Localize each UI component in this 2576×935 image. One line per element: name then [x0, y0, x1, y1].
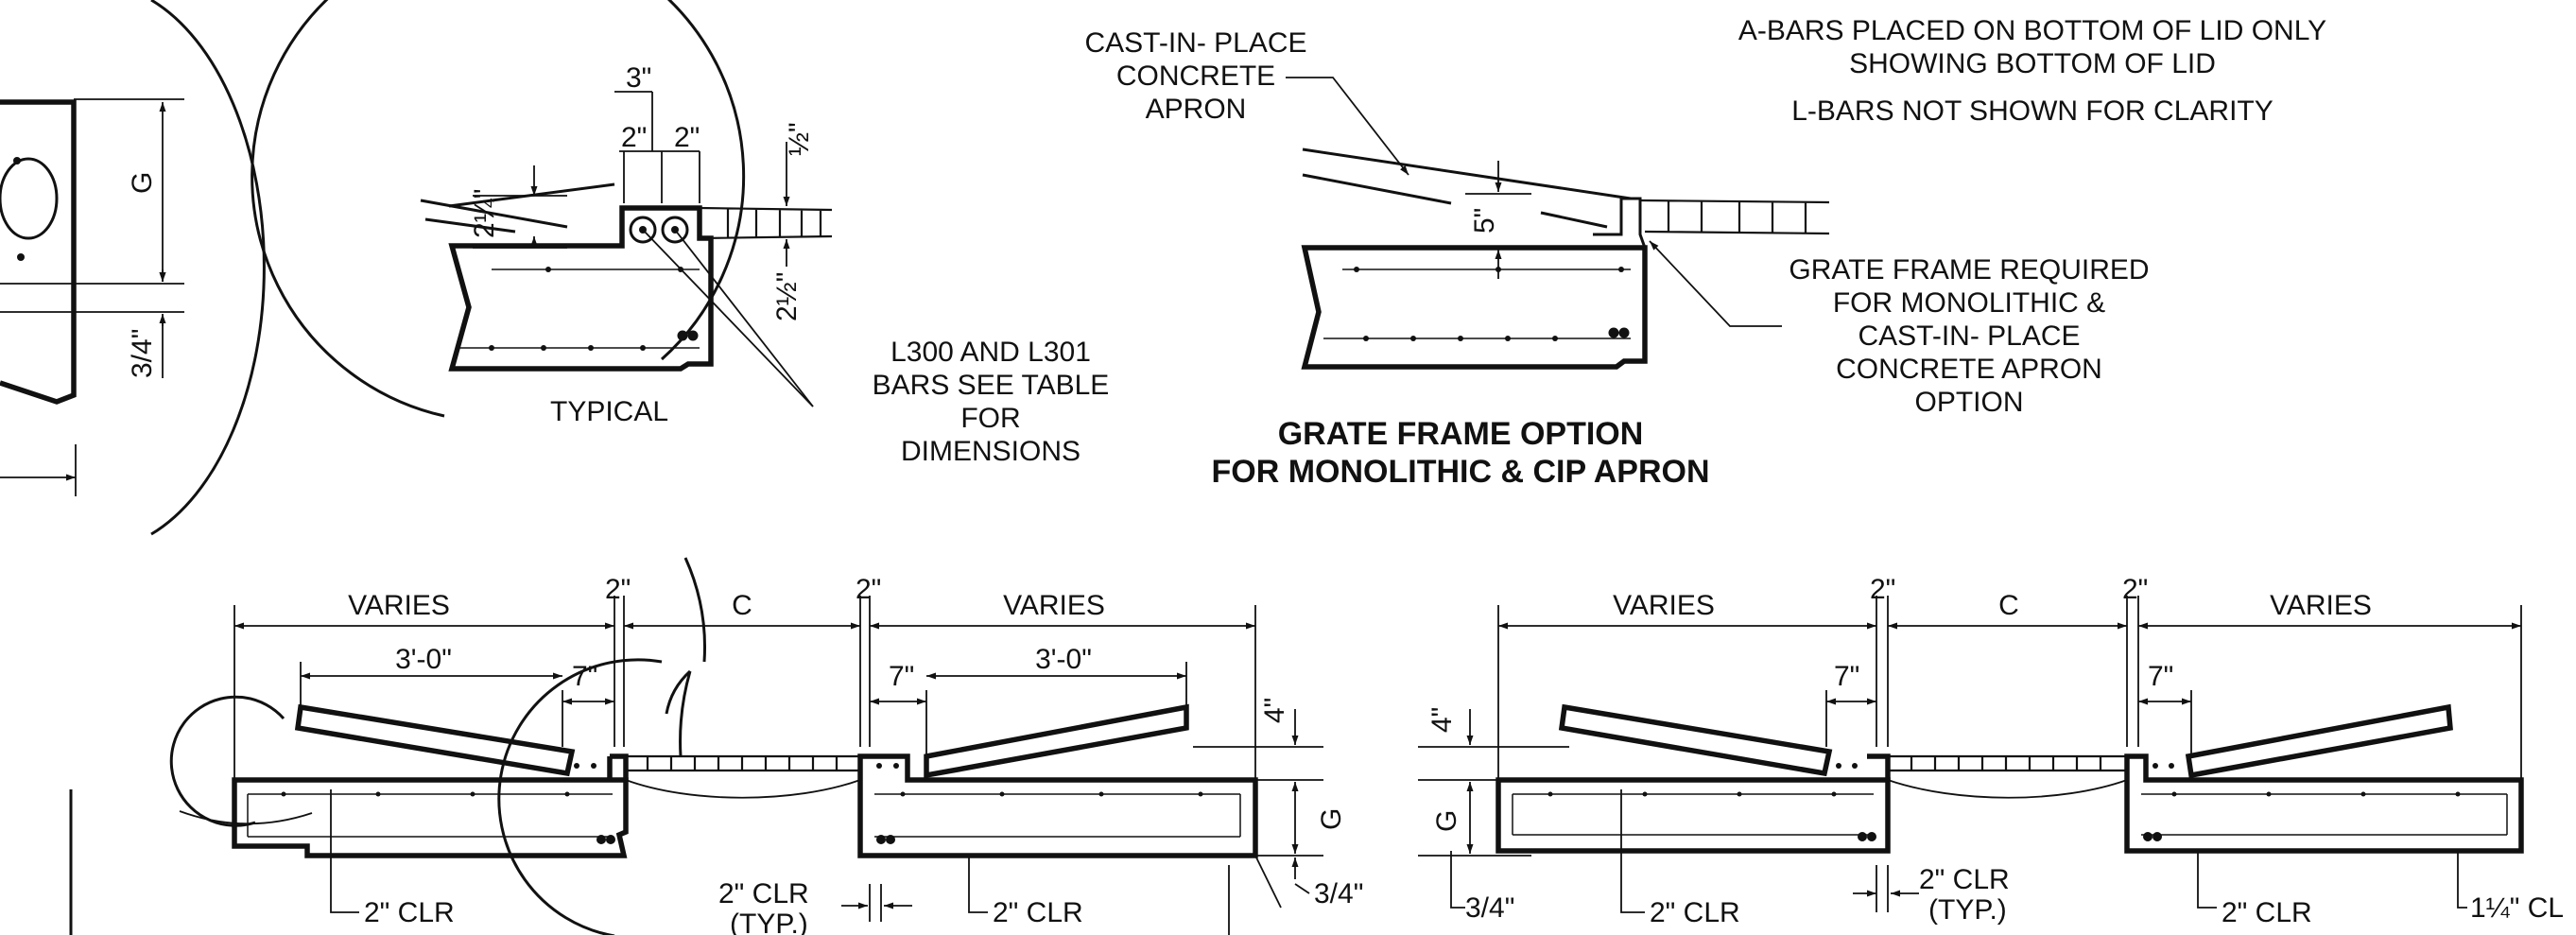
- br-left-slab: [1495, 777, 1891, 854]
- svg-text:VARIES: VARIES: [2270, 590, 2372, 621]
- svg-text:4": 4": [1259, 698, 1290, 723]
- typical-2in-a: 2": [621, 122, 647, 153]
- svg-text:(TYP.): (TYP.): [1928, 894, 2007, 926]
- svg-text:7": 7": [889, 661, 914, 692]
- grate-5in: 5": [1469, 208, 1500, 234]
- left-circle-arc: [150, 0, 266, 536]
- svg-text:CONCRETE APRON: CONCRETE APRON: [1836, 354, 2102, 385]
- typical-grate: [699, 206, 833, 240]
- svg-text:OPTION: OPTION: [1914, 387, 2023, 418]
- bottom-left-section: VARIES 2" C 2" VARIES 3'-0" 3'-0" 7" 7" …: [69, 557, 1363, 935]
- cip-label-1: CAST-IN- PLACE: [1084, 27, 1306, 59]
- svg-text:3'-0": 3'-0": [1035, 644, 1092, 675]
- svg-text:DIMENSIONS: DIMENSIONS: [901, 436, 1081, 467]
- left-bar-ellipse: [0, 157, 59, 240]
- svg-text:2" CLR: 2" CLR: [1650, 897, 1740, 928]
- bl-grate: [626, 754, 860, 772]
- svg-text:A-BARS PLACED ON BOTTOM OF LID: A-BARS PLACED ON BOTTOM OF LID ONLY: [1738, 15, 2326, 46]
- svg-text:CAST-IN- PLACE: CAST-IN- PLACE: [1858, 320, 2080, 352]
- svg-text:VARIES: VARIES: [348, 590, 450, 621]
- bottom-right-section: VARIES 2" C 2" VARIES 7" 7" 4" G 3/4" 2"…: [1418, 574, 2564, 928]
- br-left-lid: [1558, 703, 1833, 777]
- typical-label: TYPICAL: [550, 396, 668, 427]
- grate-frame-grate: [1639, 199, 1830, 235]
- svg-text:2" CLR: 2" CLR: [364, 897, 455, 928]
- grate-title-line2: FOR MONOLITHIC & CIP APRON: [1212, 454, 1710, 490]
- br-right-lid: [2185, 703, 2453, 779]
- svg-text:FOR: FOR: [960, 403, 1020, 434]
- svg-text:2" CLR: 2" CLR: [718, 878, 809, 909]
- svg-text:2": 2": [605, 574, 631, 605]
- svg-text:2" CLR: 2" CLR: [993, 897, 1083, 928]
- svg-text:VARIES: VARIES: [1613, 590, 1715, 621]
- cip-label-2: CONCRETE: [1116, 61, 1275, 92]
- bl-right-slab: [857, 753, 1258, 858]
- left-g-label: G: [127, 172, 158, 194]
- br-grate: [1888, 754, 2127, 772]
- typical-detail: 3" 2" 2" ½" 2¼" 2½" TYPICAL: [251, 0, 833, 427]
- br-right-slab: [2124, 753, 2524, 854]
- svg-text:BARS SEE TABLE: BARS SEE TABLE: [873, 370, 1110, 401]
- typical-bar-circle-1: [629, 216, 657, 244]
- svg-text:2": 2": [2122, 574, 2148, 605]
- svg-text:SHOWING BOTTOM OF LID: SHOWING BOTTOM OF LID: [1849, 48, 2216, 79]
- svg-text:7": 7": [2148, 661, 2173, 692]
- typical-bar-circle-2: [661, 216, 689, 244]
- svg-text:3'-0": 3'-0": [395, 644, 452, 675]
- svg-text:C: C: [732, 590, 752, 621]
- typical-two-quarter: 2¼": [469, 189, 500, 238]
- svg-text:G: G: [1316, 808, 1347, 830]
- left-slab-outline: [0, 99, 77, 405]
- svg-text:7": 7": [1834, 661, 1859, 692]
- svg-text:7": 7": [572, 661, 597, 692]
- svg-text:C: C: [1998, 590, 2019, 621]
- svg-text:3/4": 3/4": [1314, 878, 1363, 909]
- svg-text:2": 2": [1870, 574, 1895, 605]
- svg-text:3/4": 3/4": [1465, 892, 1514, 924]
- typical-2in-b: 2": [674, 122, 700, 153]
- left-three-quarter-label: 3/4": [127, 329, 158, 378]
- grate-frame-option-detail: CAST-IN- PLACE CONCRETE APRON 5" GRATE F…: [1084, 27, 2149, 490]
- typical-two-half: 2½": [771, 272, 803, 321]
- svg-text:VARIES: VARIES: [1003, 590, 1105, 621]
- svg-text:GRATE FRAME REQUIRED: GRATE FRAME REQUIRED: [1789, 254, 2149, 286]
- svg-text:2" CLR: 2" CLR: [2222, 897, 2312, 928]
- svg-text:4": 4": [1426, 707, 1458, 733]
- top-right-notes: A-BARS PLACED ON BOTTOM OF LID ONLY SHOW…: [1738, 15, 2326, 127]
- svg-text:L300 AND L301: L300 AND L301: [890, 337, 1091, 368]
- svg-text:FOR MONOLITHIC &: FOR MONOLITHIC &: [1833, 287, 2105, 319]
- svg-text:2": 2": [856, 574, 881, 605]
- grate-frame-angle: [1593, 197, 1647, 249]
- svg-text:2" CLR: 2" CLR: [1919, 864, 2010, 895]
- typical-3in: 3": [626, 62, 651, 94]
- svg-text:L-BARS NOT SHOWN FOR CLARITY: L-BARS NOT SHOWN FOR CLARITY: [1791, 95, 2273, 127]
- l300-note: L300 AND L301 BARS SEE TABLE FOR DIMENSI…: [873, 337, 1110, 467]
- svg-text:(TYP.): (TYP.): [730, 909, 808, 935]
- svg-text:1¼" CL: 1¼" CL: [2470, 892, 2564, 924]
- left-detail-circle: G 3/4": [0, 0, 266, 536]
- svg-text:G: G: [1431, 810, 1462, 832]
- grate-frame-slab: [1301, 245, 1648, 370]
- cip-label-3: APRON: [1146, 94, 1247, 125]
- grate-title-line1: GRATE FRAME OPTION: [1278, 416, 1644, 452]
- typical-circle: [251, 0, 746, 418]
- bl-left-slab: [232, 777, 629, 858]
- typical-half: ½": [784, 122, 815, 156]
- bl-right-lid: [924, 703, 1189, 779]
- bl-left-lid: [294, 703, 576, 777]
